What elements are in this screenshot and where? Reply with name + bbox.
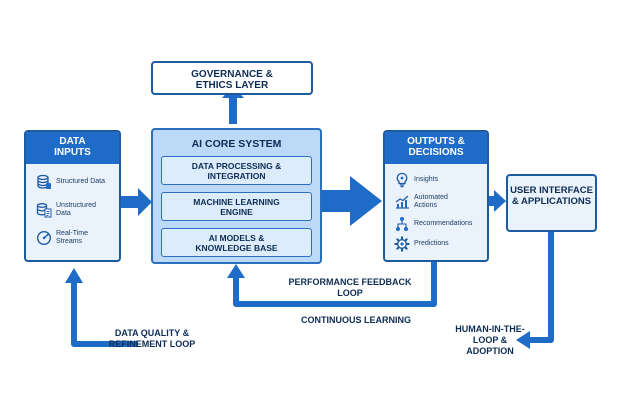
continuous-learning-label: CONTINUOUS LEARNING xyxy=(301,315,411,325)
network-icon xyxy=(396,217,408,231)
data-inputs-box: DATA INPUTS Structured Data Unstructured… xyxy=(24,130,121,262)
governance-box: GOVERNANCE & ETHICS LAYER xyxy=(151,61,313,95)
data-processing-module: DATA PROCESSING & INTEGRATION xyxy=(161,156,312,185)
data-input-label: Structured Data xyxy=(56,178,106,185)
data-input-item: Unstructured Data xyxy=(36,202,108,218)
output-label: Insights xyxy=(414,176,439,183)
performance-feedback-loop-path xyxy=(233,262,437,307)
data-inputs-title: DATA INPUTS xyxy=(26,132,119,164)
output-item: Predictions xyxy=(394,236,449,252)
data-quality-loop-path xyxy=(71,282,138,347)
data-quality-loop-label: DATA QUALITY & REFINEMENT LOOP xyxy=(108,328,196,349)
output-item: Recommendations xyxy=(394,216,472,232)
performance-loop-arrowhead xyxy=(227,264,245,278)
speedometer-icon xyxy=(36,230,52,246)
output-label: Predictions xyxy=(414,240,449,247)
arrow-core-to-outputs xyxy=(322,176,382,226)
lightbulb-icon xyxy=(396,172,408,188)
trend-chart-icon xyxy=(395,195,409,209)
human-in-the-loop-label: HUMAN-IN-THE-LOOP & ADOPTION xyxy=(455,324,525,356)
output-item: Automated Actions xyxy=(394,194,456,210)
output-label: Automated Actions xyxy=(414,194,448,209)
database-icon xyxy=(37,174,51,189)
outputs-title: OUTPUTS & DECISIONS xyxy=(385,132,487,164)
ai-core-title: AI CORE SYSTEM xyxy=(191,138,282,150)
data-input-item: Real-Time Streams xyxy=(36,230,106,246)
gear-icon xyxy=(394,236,410,252)
data-quality-arrowhead xyxy=(65,268,83,283)
arrow-outputs-to-ui xyxy=(488,190,506,212)
human-loop-arrowhead xyxy=(516,331,530,349)
user-interface-box: USER INTERFACE & APPLICATIONS xyxy=(506,174,597,232)
governance-title: GOVERNANCE & ETHICS LAYER xyxy=(191,69,273,91)
outputs-decisions-box: OUTPUTS & DECISIONS Insights Automated A… xyxy=(383,130,489,262)
ai-core-system-box: AI CORE SYSTEM DATA PROCESSING & INTEGRA… xyxy=(151,128,322,264)
data-input-item: Structured Data xyxy=(36,174,106,190)
user-interface-title: USER INTERFACE & APPLICATIONS xyxy=(510,185,593,207)
human-in-the-loop-path xyxy=(528,232,554,343)
arrow-inputs-to-core xyxy=(120,188,152,216)
machine-learning-module: MACHINE LEARNING ENGINE xyxy=(161,192,312,221)
data-input-label: Real-Time Streams xyxy=(56,230,89,245)
output-item: Insights xyxy=(394,172,438,188)
performance-feedback-loop-label: PERFORMANCE FEEDBACK LOOP xyxy=(288,277,412,298)
data-input-label: Unstructured Data xyxy=(56,202,97,217)
output-label: Recommendations xyxy=(414,220,473,227)
ai-models-module: AI MODELS & KNOWLEDGE BASE xyxy=(161,228,312,257)
arrow-core-to-governance xyxy=(229,94,237,124)
database-document-icon xyxy=(36,203,52,218)
